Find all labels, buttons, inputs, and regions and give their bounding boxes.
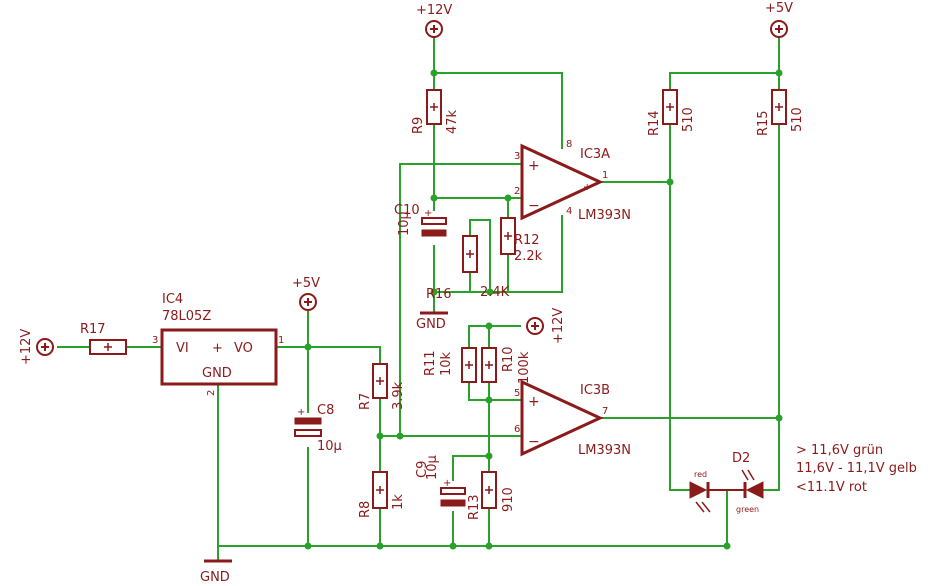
r8-value: 1k [391,494,406,510]
ic4-pin1: 1 [278,335,284,346]
ic4-vo-label: VO [234,341,253,356]
power-symbol-12v-ic3b: +12V [526,308,566,344]
ground-symbol-bottom: GND [200,559,232,585]
ic4-value: 78L05Z [162,309,211,324]
led-d2: D2 red green [689,451,764,514]
legend-line-1: > 11,6V grün [796,443,883,458]
c10-value: 10µ [397,211,412,236]
r10-value: 100k [517,351,532,384]
led-legend: > 11,6V grün 11,6V - 11,1V gelb <11.1V r… [796,443,917,495]
r7-label: R7 [358,393,373,410]
resistor-r8: R8 1k [358,471,406,518]
capacitor-c10: + C10 10µ [394,203,447,237]
r15-label: R15 [756,110,771,136]
power-symbol-12v-top: +12V [416,3,452,38]
junction-dots [304,69,783,550]
capacitor-c9: + C9 10µ [415,455,466,507]
r13-label: R13 [467,494,482,520]
power-label-12v-left: +12V [19,329,34,365]
svg-text:+: + [528,158,540,174]
svg-text:+: + [424,208,432,219]
svg-text:+: + [528,394,540,410]
power-symbol-5v-mid: +5V [292,276,320,311]
ground-label-bottom: GND [200,570,230,585]
r16-label: R16 [426,287,452,302]
ic3b-pin7: 7 [602,406,608,417]
svg-text:−: − [528,198,540,214]
ic4-gnd-label: GND [202,366,232,381]
opamp-ic3a: + − + IC3A LM393N 3 2 1 8 4 [514,139,631,223]
ic3b-type: LM393N [578,443,631,458]
r8-label: R8 [358,501,373,518]
ic4-pin3: 3 [152,335,158,346]
r9-label: R9 [411,117,426,134]
svg-text:−: − [528,434,540,450]
ic4-plus: + [212,341,223,356]
d2-label: D2 [732,451,750,466]
ic4-vi-label: VI [176,341,189,356]
power-symbol-5v-top: +5V [765,1,793,38]
power-symbol-12v-left: +12V [19,329,54,365]
ic3b-pin6: 6 [514,424,520,435]
ic3a-pin3: 3 [514,151,520,162]
r12-label: R12 [514,233,540,248]
legend-line-3: <11.1V rot [796,480,867,495]
svg-text:+: + [583,182,591,193]
ic3a-pin2: 2 [514,186,520,197]
ground-symbol-mid: GND [416,311,448,332]
d2-green-label: green [736,505,759,514]
opamp-ic3b: + − IC3B LM393N 5 6 7 [514,379,631,458]
c8-value: 10µ [317,439,342,454]
c9-value: 10µ [425,455,440,480]
r13-value: 910 [501,487,516,512]
ic3a-type: LM393N [578,208,631,223]
regulator-ic4: IC4 78L05Z VI + VO GND 3 1 2 [152,292,284,396]
c9-label: C9 [415,461,430,478]
legend-line-2: 11,6V - 11,1V gelb [796,461,917,476]
c10-label: C10 [394,203,420,218]
r10-label: R10 [501,346,516,372]
ic3a-pin8: 8 [566,139,572,150]
c8-label: C8 [317,403,334,418]
wires [57,37,780,561]
ground-label-mid: GND [416,317,446,332]
resistor-r7: R7 3.9k [358,363,406,410]
resistor-r12: R12 2.2k [500,217,543,264]
svg-text:+: + [297,407,305,418]
r11-value: 10k [439,351,454,376]
resistor-r9: R9 47k [411,89,460,134]
power-label-5v-top: +5V [765,1,793,16]
r9-value: 47k [445,109,460,134]
r15-value: 510 [790,107,805,132]
r12-value: 2.2k [514,249,543,264]
ic3a-name: IC3A [580,147,610,162]
resistor-r14: R14 510 [647,89,696,136]
r17-label: R17 [80,322,106,337]
resistor-r13: R13 910 [467,471,516,520]
capacitor-c8: + C8 10µ [294,403,342,454]
resistor-r11: R11 10k [423,347,477,383]
r7-value: 3.9k [391,381,406,410]
resistor-r10: R10 100k [481,346,532,384]
r11-label: R11 [423,350,438,376]
ic3b-pin5: 5 [514,388,520,399]
power-label-12v-ic3b: +12V [551,308,566,344]
ic4-name: IC4 [162,292,183,307]
ic3a-pin4: 4 [566,206,572,217]
r14-value: 510 [681,107,696,132]
r16-value: 2.4K [480,285,510,300]
ic3b-name: IC3B [580,383,610,398]
power-label-5v-mid: +5V [292,276,320,291]
svg-text:+: + [443,478,451,489]
resistor-r15: R15 510 [756,89,805,136]
resistor-r16: R16 2.4K [426,235,510,302]
power-label-12v-top: +12V [416,3,452,18]
ic4-pin2: 2 [206,390,217,396]
resistor-r17: R17 [80,322,127,355]
r14-label: R14 [647,110,662,136]
ic3a-pin1: 1 [602,170,608,181]
d2-red-label: red [694,470,707,479]
